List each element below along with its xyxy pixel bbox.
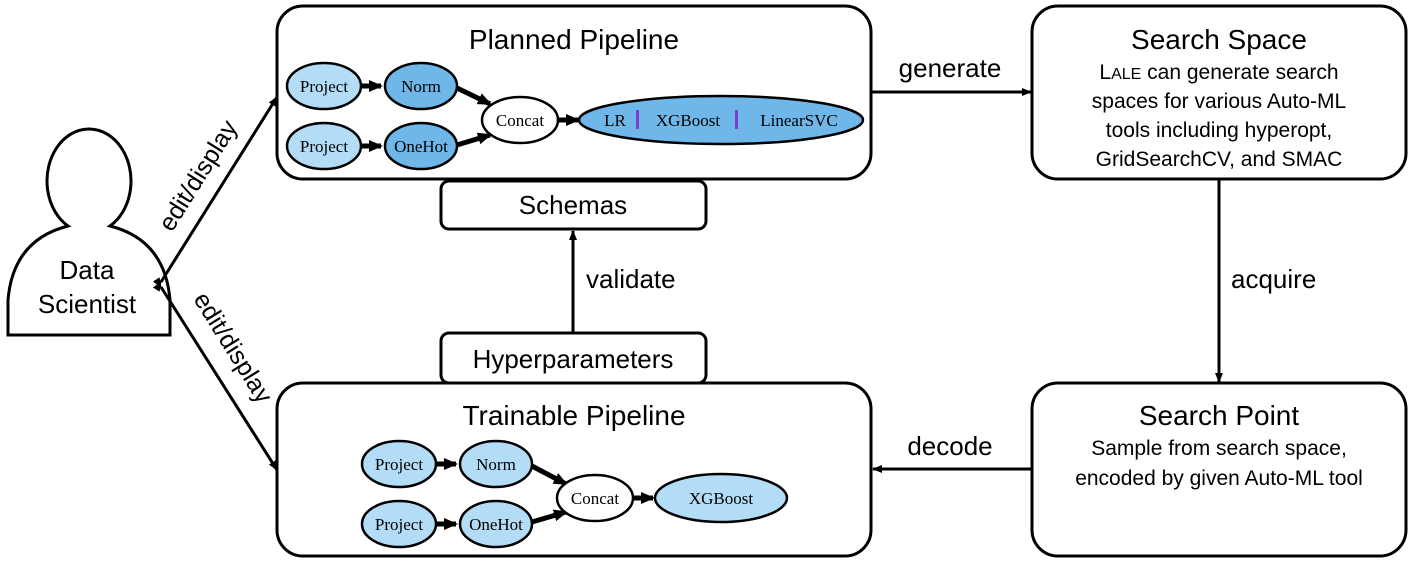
svg-text:Concat: Concat <box>496 111 544 130</box>
search-space-line4: GridSearchCV, and SMAC <box>1096 148 1343 171</box>
planned-node-norm: Norm <box>383 61 459 111</box>
trainable-node-concat: Concat <box>555 473 635 523</box>
acquire-label: acquire <box>1231 264 1316 294</box>
trainable-node-project-1: Project <box>360 439 438 489</box>
search-space-line1: LALE can generate search <box>1099 61 1338 84</box>
planned-pipeline-box: Planned Pipeline Project Norm Project On… <box>275 4 873 181</box>
planned-node-project-2: Project <box>285 121 363 171</box>
planned-node-project-1: Project <box>285 61 363 111</box>
schemas-label: Schemas <box>519 190 627 220</box>
validate-label: validate <box>586 264 676 294</box>
edit-display-bottom-arrow <box>152 277 279 471</box>
search-space-title: Search Space <box>1131 24 1307 55</box>
person-icon <box>6 127 172 337</box>
hyperparameters-label: Hyperparameters <box>473 344 674 374</box>
search-space-box: Search Space LALE can generate search sp… <box>1030 4 1408 181</box>
trainable-node-onehot: OneHot <box>458 499 534 549</box>
search-space-line2: spaces for various Auto-ML <box>1092 90 1346 113</box>
choice-separator-2 <box>735 110 738 129</box>
trainable-pipeline-box: Trainable Pipeline Project Norm Project … <box>275 381 873 558</box>
svg-text:Concat: Concat <box>571 489 619 508</box>
data-scientist-actor: Data Scientist <box>6 127 172 337</box>
planned-node-onehot: OneHot <box>383 121 459 171</box>
trainable-pipeline-title: Trainable Pipeline <box>462 400 685 431</box>
svg-text:Project: Project <box>300 137 348 156</box>
choice-lr: LR <box>604 111 626 130</box>
trainable-node-xgboost: XGBoost <box>653 472 789 524</box>
schemas-box: Schemas <box>439 179 708 231</box>
svg-text:XGBoost: XGBoost <box>689 489 754 508</box>
planned-pipeline-title: Planned Pipeline <box>469 24 679 55</box>
svg-text:OneHot: OneHot <box>469 515 523 534</box>
svg-text:Project: Project <box>375 455 423 474</box>
decode-label: decode <box>907 431 992 461</box>
choice-xgboost: XGBoost <box>656 111 721 130</box>
generate-label: generate <box>899 53 1002 83</box>
hyperparameters-box: Hyperparameters <box>439 331 708 385</box>
search-point-title: Search Point <box>1139 400 1300 431</box>
svg-text:Project: Project <box>375 515 423 534</box>
choice-separator-1 <box>636 110 639 129</box>
actor-label-line1: Data <box>60 255 115 285</box>
planned-node-concat: Concat <box>480 95 560 145</box>
choice-linearsvc: LinearSVC <box>760 111 837 130</box>
search-space-line3: tools including hyperopt, <box>1106 119 1332 142</box>
svg-text:Norm: Norm <box>476 455 516 474</box>
svg-text:Norm: Norm <box>401 77 441 96</box>
planned-node-model-choice: LR XGBoost LinearSVC <box>577 94 865 146</box>
edit-display-top-label: edit/display <box>153 115 243 236</box>
svg-text:Project: Project <box>300 77 348 96</box>
trainable-node-project-2: Project <box>360 499 438 549</box>
search-point-line1: Sample from search space, <box>1091 437 1347 460</box>
actor-label-line2: Scientist <box>38 289 137 319</box>
search-point-line2: encoded by given Auto-ML tool <box>1075 467 1363 490</box>
search-point-box: Search Point Sample from search space, e… <box>1030 381 1408 558</box>
trainable-node-norm: Norm <box>458 439 534 489</box>
edit-display-top-arrow <box>152 96 279 292</box>
svg-text:OneHot: OneHot <box>394 137 448 156</box>
